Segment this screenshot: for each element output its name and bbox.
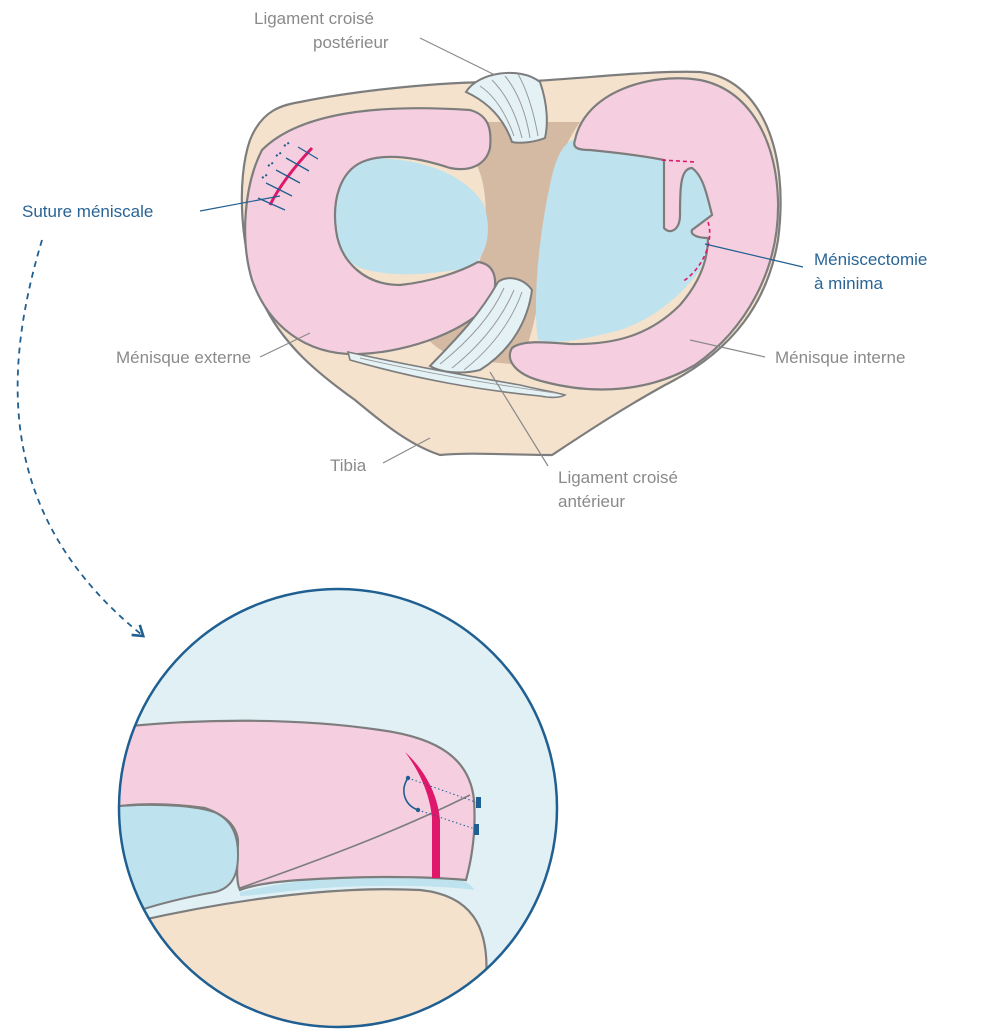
label-pcl-line2: postérieur — [313, 33, 389, 52]
label-acl-line2: antérieur — [558, 492, 625, 511]
zoom-arrow — [18, 240, 142, 635]
zoom-anchor-top — [476, 797, 481, 808]
tibial-plateau-illustration — [242, 72, 781, 455]
label-pcl-line1: Ligament croisé — [254, 9, 374, 28]
label-suture: Suture méniscale — [22, 202, 153, 221]
zoom-detail — [100, 589, 557, 1031]
label-medial-meniscus: Ménisque interne — [775, 348, 905, 367]
leader-pcl — [420, 38, 495, 75]
label-lateral-meniscus: Ménisque externe — [116, 348, 251, 367]
zoom-anchor-bottom — [474, 824, 479, 835]
label-tibia: Tibia — [330, 456, 367, 475]
leader-tibia — [383, 438, 430, 463]
label-meniscectomy-line1: Méniscectomie — [814, 250, 927, 269]
label-meniscectomy-line2: à minima — [814, 274, 884, 293]
label-acl-line1: Ligament croisé — [558, 468, 678, 487]
